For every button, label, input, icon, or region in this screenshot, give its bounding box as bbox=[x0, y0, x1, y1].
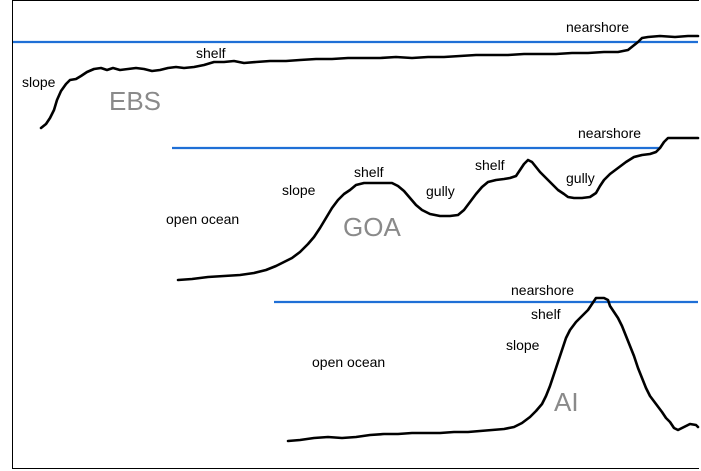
goa-shelf-label-2: shelf bbox=[475, 157, 505, 173]
ai-profile: AI open ocean slope shelf nearshore bbox=[274, 282, 700, 443]
ebs-nearshore-label: nearshore bbox=[566, 19, 629, 35]
goa-gully-label-2: gully bbox=[566, 170, 595, 186]
ai-nearshore-label: nearshore bbox=[511, 282, 574, 298]
ebs-shelf-label: shelf bbox=[196, 45, 226, 61]
goa-open-ocean-label: open ocean bbox=[166, 211, 239, 227]
ebs-slope-label: slope bbox=[22, 74, 56, 90]
goa-shelf-label-1: shelf bbox=[354, 164, 384, 180]
ai-slope-label: slope bbox=[506, 337, 540, 353]
goa-nearshore-label: nearshore bbox=[578, 125, 641, 141]
ebs-region-label: EBS bbox=[109, 86, 161, 116]
goa-gully-label-1: gully bbox=[426, 183, 455, 199]
goa-seafloor-profile bbox=[176, 136, 700, 282]
ai-shelf-label: shelf bbox=[531, 306, 561, 322]
goa-slope-label: slope bbox=[282, 182, 316, 198]
goa-profile: GOA open ocean slope shelf gully shelf g… bbox=[166, 125, 700, 282]
ebs-profile: EBS slope shelf nearshore bbox=[13, 19, 700, 130]
ai-open-ocean-label: open ocean bbox=[312, 354, 385, 370]
diagram-frame bbox=[12, 0, 699, 469]
goa-region-label: GOA bbox=[343, 212, 401, 242]
ai-seafloor-profile bbox=[286, 296, 700, 443]
ai-region-label: AI bbox=[554, 387, 579, 417]
ebs-seafloor-profile bbox=[39, 34, 700, 130]
